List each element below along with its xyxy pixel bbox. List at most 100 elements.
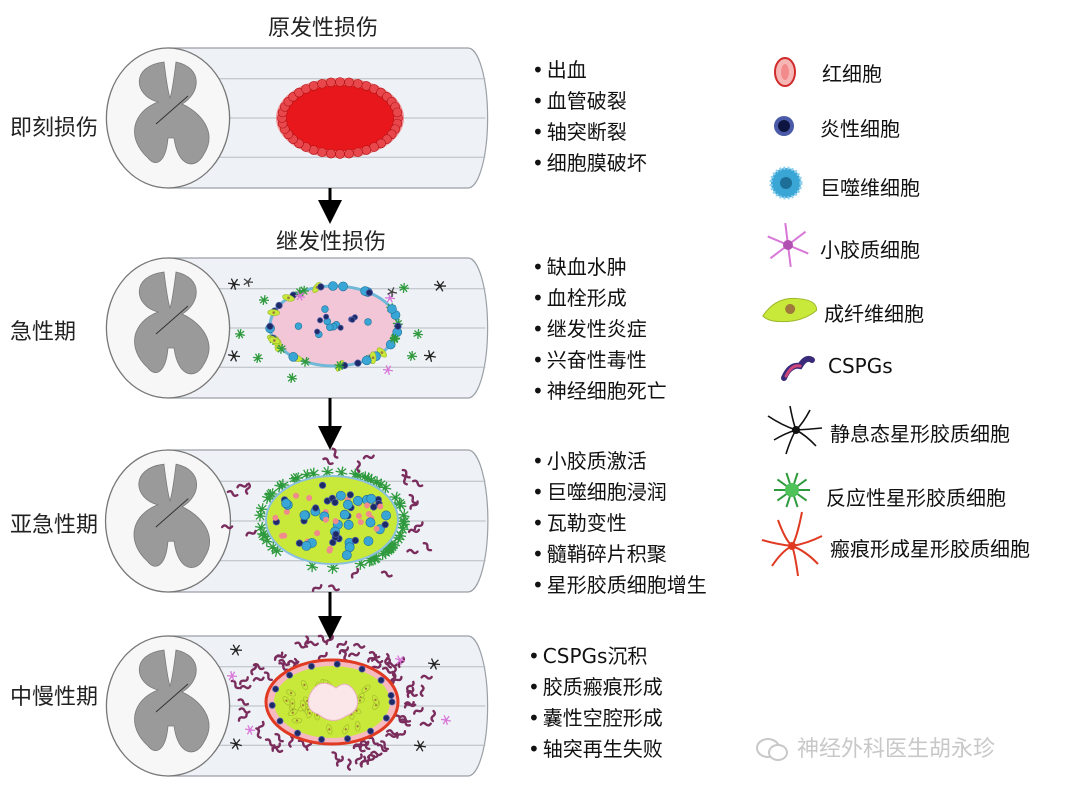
red-blood-cell: [308, 81, 319, 91]
reactive-astrocyte: [258, 530, 271, 543]
red-blood-cell: [326, 77, 336, 88]
cspg-strand: [370, 750, 383, 757]
cspg-strand: [252, 663, 265, 671]
cspg-strand: [350, 567, 360, 579]
inflammatory-cell: [344, 735, 351, 743]
inflammatory-cell: [340, 361, 349, 370]
cspg-strand: [356, 460, 361, 473]
red-blood-cell: [332, 518, 339, 525]
inflammatory-cell: [332, 530, 340, 538]
cspg-strand: [406, 689, 418, 697]
secondary-injury-heading: 继发性损伤: [276, 230, 387, 255]
macrophage-cell: [294, 322, 303, 330]
reactive-astrocyte: [334, 360, 345, 371]
central-canal-line: [155, 498, 189, 528]
red-blood-cell: [335, 77, 345, 87]
list-item: 出血: [532, 55, 647, 86]
cspg-strand: [274, 654, 287, 659]
inflammatory-cell: [308, 662, 315, 670]
cspg-strand: [407, 528, 421, 534]
cspg-strand: [384, 652, 390, 666]
cspg-strand: [422, 542, 433, 552]
resting-astrocyte: [243, 277, 254, 288]
cspg-strand: [367, 653, 377, 663]
reactive-astrocyte: [300, 356, 311, 367]
inflammatory-cell: [276, 717, 284, 725]
cspg-strand: [288, 735, 294, 748]
inflammatory-cell: [333, 660, 341, 668]
inflammatory-cell: [351, 536, 359, 545]
fibroblast-cell: [342, 724, 350, 735]
macrophage-cell: [301, 541, 312, 551]
red-blood-cell: [361, 145, 372, 155]
macrophage-cell: [364, 318, 372, 326]
red-blood-cell: [317, 78, 327, 89]
cspg-strand: [391, 665, 397, 678]
cspg-strand: [335, 755, 344, 767]
cspg-strand: [366, 754, 376, 765]
inflammatory-cell: [317, 317, 324, 324]
cspg-strand: [404, 701, 417, 708]
macrophage-cell: [326, 323, 334, 331]
reactive-astrocyte: [366, 553, 379, 566]
cspg-strand: [386, 729, 399, 736]
macrophage-cell: [338, 281, 348, 292]
cspg-strand: [244, 482, 252, 495]
cspg-strand: [397, 656, 406, 669]
resting-astrocyte: [413, 740, 427, 752]
cspg-strand: [353, 642, 366, 649]
cspg-strand: [230, 679, 241, 690]
reactive-astrocyte: [412, 328, 424, 340]
stage-label-chronic: 中慢性期: [10, 685, 99, 710]
macrophage-cell: [281, 498, 292, 509]
resting-astrocyte: [387, 287, 398, 298]
cspg-strand: [338, 646, 350, 655]
cspg-strand: [252, 676, 265, 682]
cspg-strand: [386, 656, 393, 669]
fibroblast-cell: [267, 309, 281, 316]
reactive-astrocyte: [394, 499, 407, 512]
cspg-strand: [306, 640, 319, 647]
resting-astrocyte: [427, 658, 441, 670]
red-blood-cell: [373, 525, 380, 532]
cystic-cavity: [307, 682, 359, 721]
cspg-strand: [413, 521, 424, 531]
cspg-strand: [406, 686, 415, 698]
stage-bullets-immediate: 出血 血管破裂 轴突断裂 细胞膜破坏: [532, 55, 647, 179]
microglia-cell: [294, 291, 305, 301]
cspg-strand: [294, 641, 307, 649]
microglia-cell: [440, 715, 452, 725]
cspg-strand: [331, 751, 341, 761]
hemorrhage-core: [285, 85, 395, 151]
cspg-strand: [264, 738, 276, 747]
legend-label-resting-astrocyte: 静息态星形胶质细胞: [830, 422, 1010, 446]
macrophage-cell: [361, 355, 372, 366]
inflammatory-cell: [294, 729, 301, 737]
cspg-strand: [322, 457, 334, 466]
cspg-strand: [380, 740, 390, 751]
microglia-cell: [226, 671, 238, 681]
stage-label-immediate: 即刻损伤: [10, 116, 99, 141]
red-blood-cell: [353, 147, 363, 158]
list-item: CSPGs沉积: [528, 641, 663, 672]
cspg-strand: [239, 684, 252, 690]
macrophage-cell: [299, 510, 310, 521]
macrophage-cell: [343, 499, 353, 510]
inflammatory-cell: [382, 714, 390, 722]
cspg-strand: [317, 651, 328, 661]
inflammatory-cell: [381, 521, 389, 529]
scar-astrocyte-icon: [761, 511, 823, 577]
cspg-strand: [406, 548, 419, 555]
cspg-strand: [409, 500, 419, 510]
inflammatory-cell: [268, 701, 276, 709]
fibroblast-cell: [287, 709, 298, 717]
macrophage-cell: [352, 495, 363, 506]
macrophage-cell: [363, 536, 374, 546]
red-blood-cell: [364, 502, 371, 509]
cspg-strand: [274, 732, 284, 743]
cspg-strand: [336, 640, 348, 649]
reactive-astrocyte: [234, 328, 245, 340]
resting-astrocyte-icon: [767, 405, 823, 455]
inflammatory-cell: [365, 289, 373, 297]
list-item: 瓦勒变性: [532, 508, 707, 539]
